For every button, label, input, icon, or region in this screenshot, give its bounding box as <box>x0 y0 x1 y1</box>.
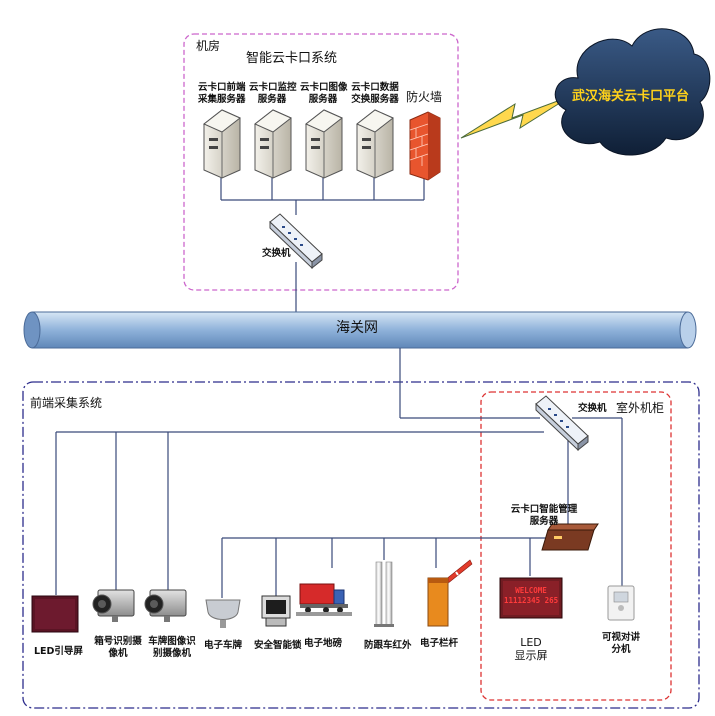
server-label-image: 云卡口图像服务器 <box>300 82 348 105</box>
data-exchange-server-icon <box>356 109 394 179</box>
firewall-label: 防火墙 <box>406 90 443 104</box>
led-guide-label: LED引导屏 <box>34 646 83 657</box>
machine-room-switch-icon <box>269 213 323 270</box>
firewall-icon <box>409 111 441 181</box>
barrier-label: 电子栏杆 <box>420 638 459 649</box>
truck-scale-icon <box>296 583 352 616</box>
server-icons <box>203 109 441 181</box>
machine-room-title: 机房 <box>196 39 221 53</box>
management-server-label: 云卡口智能管理服务器 <box>510 504 578 527</box>
front-end-switch-icon <box>535 395 589 452</box>
system-title: 智能云卡口系统 <box>246 51 338 66</box>
truck-scale-label: 电子地磅 <box>304 638 343 649</box>
cloud-platform-icon <box>554 28 711 156</box>
network-label: 海关网 <box>336 320 378 336</box>
front-end-title: 前端采集系统 <box>30 396 103 410</box>
led-guide-screen-icon <box>31 595 79 633</box>
machine-room-switch-label: 交换机 <box>262 248 291 259</box>
front-end-switch-label: 交换机 <box>578 403 607 414</box>
electronic-plate-reader-icon <box>205 599 241 628</box>
management-server-icon <box>541 523 599 551</box>
e-plate-label: 电子车牌 <box>204 640 243 651</box>
box-camera-label: 箱号识别摄像机 <box>94 636 142 659</box>
machine-room-boundary <box>183 33 459 291</box>
container-number-camera-icon <box>92 589 135 622</box>
plate-recognition-camera-icon <box>144 589 187 622</box>
plate-camera-label: 车牌图像识别摄像机 <box>148 636 196 659</box>
infrared-sensor-icon <box>374 561 394 627</box>
monitoring-server-icon <box>254 109 292 179</box>
outdoor-cabinet-boundary <box>480 391 672 701</box>
server-label-exchange: 云卡口数据交换服务器 <box>351 82 399 105</box>
front-end-links <box>55 348 623 598</box>
server-label-monitoring: 云卡口监控服务器 <box>249 82 297 105</box>
wireless-link-bolt <box>460 95 572 139</box>
front-end-boundary <box>22 381 700 709</box>
cloud-platform-label: 武汉海关云卡口平台 <box>572 89 690 104</box>
front-end-capture-server-icon <box>203 109 241 179</box>
intercom-extension-icon <box>607 585 635 621</box>
intercom-label: 可视对讲分机 <box>601 632 640 655</box>
outdoor-cabinet-label: 室外机柜 <box>616 401 665 415</box>
server-label-capture: 云卡口前端采集服务器 <box>198 82 246 105</box>
infrared-label: 防跟车红外 <box>364 640 412 651</box>
smart-lock-icon <box>261 595 291 627</box>
led-display-icon <box>499 577 563 619</box>
image-server-icon <box>305 109 343 179</box>
customs-network-pipe <box>23 311 697 349</box>
machine-room-links <box>220 178 425 312</box>
smart-lock-label: 安全智能锁 <box>254 640 302 651</box>
barrier-gate-icon <box>427 559 473 627</box>
